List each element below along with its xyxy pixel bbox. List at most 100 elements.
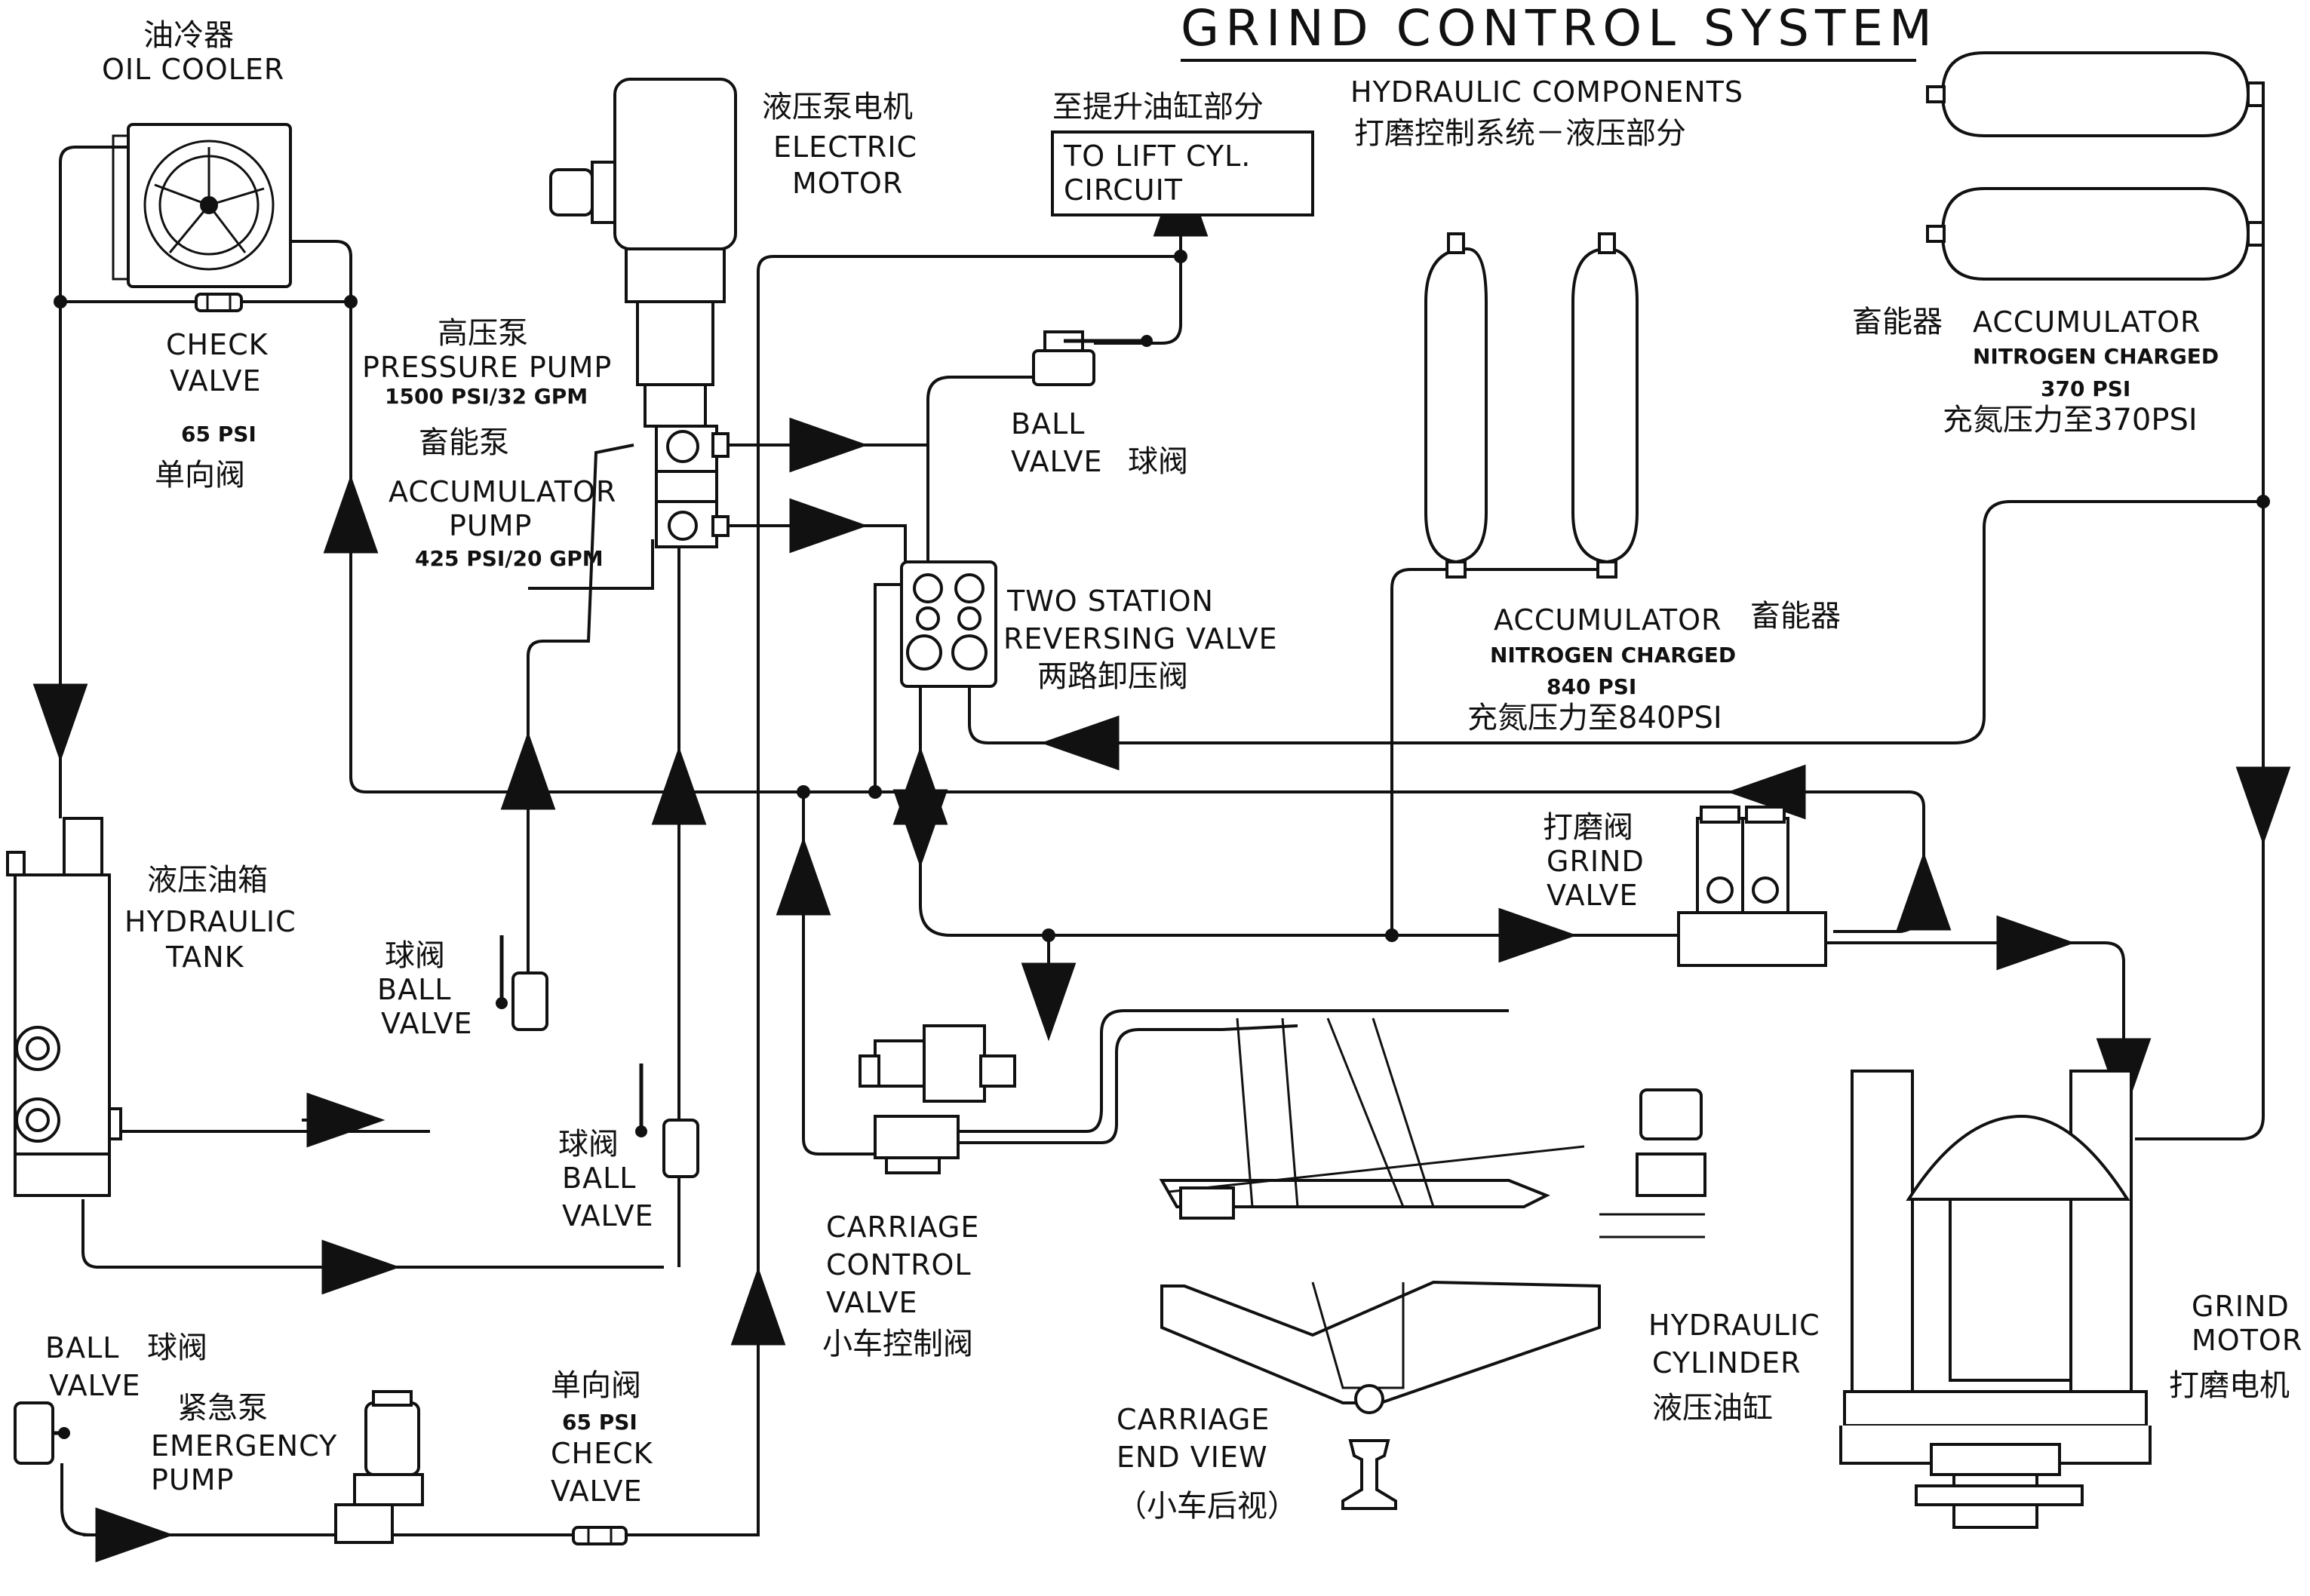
- ball-valve-top-cn: 球阀: [1128, 444, 1188, 479]
- title-block: GRIND CONTROL SYSTEM HYDRAULIC COMPONENT…: [1181, 0, 1938, 151]
- hydraulic-cylinder-en2: CYLINDER: [1652, 1346, 1802, 1380]
- ball-valve-mid2-label: 球阀 BALL VALVE: [558, 1127, 654, 1232]
- check-valve-top-en2: VALVE: [170, 364, 262, 397]
- electric-motor-en2: MOTOR: [792, 167, 903, 200]
- grind-motor-en1: GRIND: [2192, 1290, 2290, 1323]
- accumulator-370-cn: 畜能器: [1852, 305, 1943, 339]
- emergency-pump-en1: EMERGENCY: [151, 1429, 337, 1462]
- pipe-rv-down: [919, 686, 1682, 937]
- pipe-rv-right: [968, 500, 2263, 744]
- ball-valve-top-symbol: [1032, 330, 1153, 386]
- ball-valve-bottom-label: BALL 球阀 VALVE: [45, 1331, 207, 1402]
- accumulator-840-psi: 840 PSI: [1547, 674, 1636, 699]
- grind-valve-en2: VALVE: [1547, 879, 1639, 912]
- check-valve-bottom-label: 单向阀 65 PSI CHECK VALVE: [551, 1368, 653, 1508]
- grind-valve-symbol: [1677, 806, 1827, 967]
- accumulator-pump-cn: 畜能泵: [419, 425, 509, 460]
- junction-dot: [1174, 250, 1187, 263]
- ball-valve-top-en2: VALVE: [1011, 445, 1103, 478]
- junction-dot: [344, 295, 358, 308]
- accumulator-840-cn2: 充氮压力至840PSI: [1467, 701, 1722, 735]
- accumulator-370-cn2: 充氮压力至370PSI: [1943, 403, 2198, 437]
- check-valve-bottom-psi: 65 PSI: [562, 1410, 637, 1435]
- ball-valve-bottom-en1: BALL: [45, 1331, 119, 1364]
- hydraulic-tank-label: 液压油箱 HYDRAULIC TANK: [124, 863, 296, 974]
- carriage-control-valve-en2: CONTROL: [826, 1248, 972, 1281]
- ball-valve-bottom-en2: VALVE: [49, 1369, 141, 1402]
- carriage-control-valve-en1: CARRIAGE: [826, 1211, 979, 1244]
- ball-valve-top-label: BALL VALVE 球阀: [1011, 407, 1188, 479]
- ball-valve-bottom-symbol: [14, 1401, 70, 1465]
- pipe-cooler-right: [290, 240, 352, 302]
- hydraulic-cylinder-cn: 液压油缸: [1652, 1391, 1773, 1426]
- pipe-main-return: [349, 776, 1925, 933]
- emergency-pump-symbol: [334, 1390, 424, 1544]
- pressure-pump-cn: 高压泵: [438, 316, 528, 351]
- ball-valve-mid1-label: 球阀 BALL VALVE: [377, 938, 472, 1040]
- pump-stack: [644, 383, 730, 548]
- carriage-control-valve-label: CARRIAGE CONTROL VALVE 小车控制阀: [822, 1211, 979, 1361]
- check-valve-top-psi: 65 PSI: [181, 422, 256, 447]
- emergency-pump-en2: PUMP: [151, 1463, 234, 1496]
- electric-motor: [549, 78, 737, 386]
- junction-dot: [797, 785, 810, 799]
- reversing-valve-cn: 两路卸压阀: [1037, 659, 1188, 694]
- accumulator-840-pair: [1424, 232, 1639, 579]
- grind-valve-cn: 打磨阀: [1543, 810, 1633, 845]
- accumulator-840-cn: 畜能器: [1750, 599, 1841, 634]
- accumulator-370-psi: 370 PSI: [2041, 376, 2130, 401]
- reversing-valve-en2: REVERSING VALVE: [1003, 622, 1278, 655]
- accumulator-pump-label: 畜能泵 ACCUMULATOR PUMP 425 PSI/20 GPM: [389, 425, 616, 571]
- carriage-control-valve-symbol: [859, 1024, 1016, 1174]
- check-valve-top: [195, 293, 243, 312]
- check-valve-bottom-en1: CHECK: [551, 1437, 653, 1470]
- ball-valve-mid2-en1: BALL: [562, 1162, 636, 1195]
- carriage-end-view-en2: END VIEW: [1117, 1441, 1268, 1474]
- ball-valve-top-en1: BALL: [1011, 407, 1085, 440]
- lift-circuit-cn: 至提升油缸部分: [1052, 90, 1264, 124]
- ball-valve-mid2-en2: VALVE: [562, 1199, 654, 1232]
- ball-valve-mid1-en1: BALL: [377, 973, 451, 1006]
- junction-dots: [54, 250, 2270, 942]
- check-valve-bottom-cn: 单向阀: [551, 1368, 641, 1403]
- reversing-valve-label: TWO STATION REVERSING VALVE 两路卸压阀: [1003, 585, 1278, 694]
- diagram-title: GRIND CONTROL SYSTEM: [1181, 0, 1938, 57]
- pipe-emergency: [60, 255, 1181, 1536]
- junction-dot: [54, 295, 67, 308]
- hydraulic-tank: [6, 817, 122, 1197]
- check-valve-top-en1: CHECK: [166, 328, 269, 361]
- check-valve-bottom-symbol: [572, 1526, 628, 1545]
- accumulator-pump-spec: 425 PSI/20 GPM: [415, 546, 604, 571]
- pipe-acc370-right: [2135, 93, 2265, 1140]
- accumulator-370-label: 畜能器 ACCUMULATOR NITROGEN CHARGED 370 PSI…: [1852, 305, 2219, 437]
- ball-valve-mid1-symbol: [496, 935, 548, 1031]
- hydraulic-tank-cn: 液压油箱: [147, 863, 268, 898]
- grind-motor-cn: 打磨电机: [2169, 1368, 2290, 1403]
- accumulator-pump-en1: ACCUMULATOR: [389, 475, 616, 508]
- lift-circuit-en1: TO LIFT CYL.: [1063, 140, 1251, 173]
- pipe-carriage-supply: [802, 792, 875, 1156]
- accumulator-370-pair: [1926, 51, 2265, 281]
- accumulator-840-en: ACCUMULATOR: [1494, 603, 1722, 637]
- ball-valve-mid2-cn: 球阀: [558, 1127, 619, 1162]
- pipe-pump-shaft: [528, 539, 654, 590]
- hydraulic-tank-en2: TANK: [165, 941, 244, 974]
- oil-cooler-label: 油冷器 OIL COOLER: [102, 18, 284, 86]
- check-valve-bottom-en2: VALVE: [551, 1475, 643, 1508]
- carriage-end-view-en1: CARRIAGE: [1117, 1403, 1270, 1436]
- grind-motor-assembly: [1839, 1070, 2152, 1529]
- junction-dot: [2256, 495, 2270, 508]
- grind-valve-en1: GRIND: [1547, 845, 1645, 878]
- grind-valve-label: 打磨阀 GRIND VALVE: [1543, 810, 1645, 912]
- carriage-end-view: [1159, 1017, 1706, 1510]
- electric-motor-en1: ELECTRIC: [773, 130, 917, 164]
- oil-cooler-cn: 油冷器: [143, 18, 234, 53]
- grind-motor-en2: MOTOR: [2192, 1324, 2302, 1357]
- carriage-control-valve-cn: 小车控制阀: [822, 1327, 973, 1361]
- subtitle-cn: 打磨控制系统－液压部分: [1354, 116, 1686, 151]
- accumulator-370-gas: NITROGEN CHARGED: [1973, 344, 2219, 369]
- pressure-pump-label: 高压泵 PRESSURE PUMP 1500 PSI/32 GPM: [362, 316, 611, 409]
- junction-dot: [1042, 928, 1055, 942]
- ball-valve-mid2-symbol: [635, 1063, 699, 1178]
